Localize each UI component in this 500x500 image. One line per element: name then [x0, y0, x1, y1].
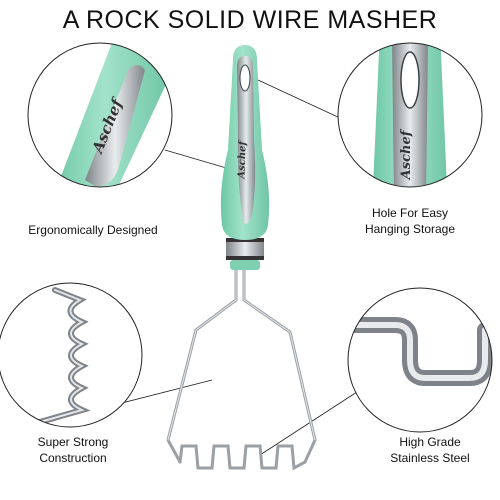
closeup-ergonomic: Aschef — [27, 42, 173, 188]
closeup-construction — [0, 282, 143, 428]
caption-steel-line2: Stainless Steel — [390, 451, 470, 465]
caption-steel: High Grade Stainless Steel — [370, 434, 490, 466]
caption-strong-line2: Construction — [39, 451, 107, 465]
ferrule — [226, 240, 264, 258]
hanging-hole — [239, 64, 251, 92]
handle-brand: Aschef — [236, 139, 248, 179]
caption-hole: Hole For Easy Hanging Storage — [340, 205, 480, 237]
handle-collar — [230, 260, 260, 270]
caption-ergonomic: Ergonomically Designed — [28, 223, 158, 237]
handle-inlay — [237, 56, 256, 224]
caption-steel-line1: High Grade — [399, 435, 461, 449]
masher-wire — [166, 268, 317, 471]
closeup-hole: Aschef — [337, 42, 483, 188]
line-hole — [257, 79, 341, 119]
caption-strong-line1: Super Strong — [37, 435, 109, 449]
caption-construction: Super Strong Construction — [18, 434, 128, 466]
caption-hole-line1: Hole For Easy — [371, 206, 449, 220]
page-title: A ROCK SOLID WIRE MASHER — [62, 6, 438, 34]
closeup2-brand: Aschef — [399, 128, 414, 181]
caption-hole-line2: Hanging Storage — [364, 222, 456, 236]
closeup-steel — [347, 287, 493, 433]
masher-wire-highlight — [167, 269, 316, 441]
